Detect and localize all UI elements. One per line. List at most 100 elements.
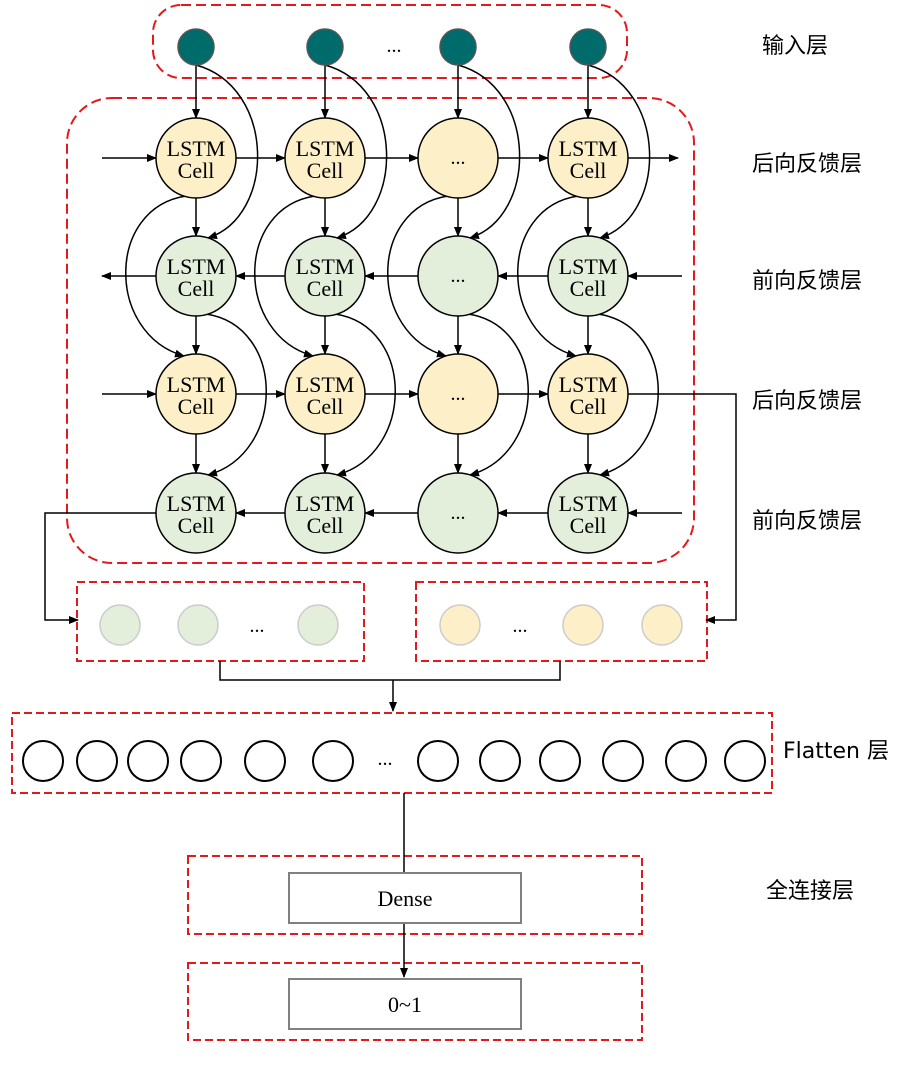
backward-output-node (641, 604, 683, 646)
cell-ellipsis: ... (451, 265, 466, 287)
backward-lstm-cell (547, 353, 629, 435)
backward-lstm-cell (417, 353, 499, 435)
backward-lstm-cell (417, 117, 499, 199)
label-forward-layer-1: 前向反馈层 (752, 269, 862, 294)
cell-label-lstm: LSTM (296, 372, 355, 397)
output-box-label: 0~1 (388, 992, 422, 1017)
label-backward-layer-1: 后向反馈层 (752, 152, 862, 177)
cell-label-cell: Cell (178, 513, 215, 538)
input-skip-curve (324, 64, 388, 240)
cell-ellipsis: ... (451, 147, 466, 169)
row-skip-curve (517, 195, 579, 358)
cell-label-cell: Cell (570, 276, 607, 301)
cell-label-cell: Cell (570, 394, 607, 419)
forward-output-connector (44, 512, 156, 624)
cell-label-lstm: LSTM (296, 491, 355, 516)
input-skip-curve (587, 64, 651, 240)
backward-lstm-cell (155, 117, 237, 199)
forward-lstm-cell (284, 472, 366, 554)
row-skip-curve (125, 195, 187, 358)
cell-label-cell: Cell (307, 513, 344, 538)
forward-lstm-cell (155, 472, 237, 554)
flatten-node (539, 740, 581, 782)
merge-connector (219, 661, 561, 681)
label-flatten-layer: Flatten 层 (783, 739, 889, 764)
row-skip-curve (205, 313, 267, 477)
forward-lstm-cell (417, 235, 499, 317)
cell-label-cell: Cell (570, 158, 607, 183)
backward-output-node (562, 604, 604, 646)
row-skip-curve (597, 313, 659, 477)
flatten-node (417, 740, 459, 782)
dense-layer-box (187, 855, 643, 935)
input-node (569, 28, 607, 66)
input-skip-curve (457, 64, 521, 240)
forward-lstm-cell (284, 235, 366, 317)
forward-lstm-cell (547, 235, 629, 317)
backward-lstm-cell (284, 353, 366, 435)
flatten-node (180, 740, 222, 782)
flatten-node (22, 740, 64, 782)
flatten-node (127, 740, 169, 782)
input-node (306, 28, 344, 66)
row-skip-curve (254, 195, 316, 358)
cell-ellipsis: ... (451, 502, 466, 524)
cell-label-cell: Cell (307, 394, 344, 419)
forward-output-ellipsis: ... (250, 615, 265, 637)
flatten-node (312, 740, 354, 782)
nodes: LSTMCellLSTMCell...LSTMCellLSTMCellLSTMC… (22, 28, 766, 782)
flatten-node (665, 740, 707, 782)
flatten-ellipsis: ... (378, 748, 393, 770)
cell-label-lstm: LSTM (296, 136, 355, 161)
backward-lstm-cell (155, 353, 237, 435)
output-box (288, 978, 522, 1030)
row-skip-curve (387, 195, 449, 358)
cell-label-cell: Cell (307, 276, 344, 301)
cell-label-lstm: LSTM (559, 372, 618, 397)
output-layer-box (187, 962, 643, 1041)
row-skip-curve (467, 313, 529, 477)
dense-box (288, 872, 522, 924)
flatten-node (76, 740, 118, 782)
connections (44, 64, 737, 978)
cell-label-lstm: LSTM (559, 491, 618, 516)
backward-output-ellipsis: ... (513, 615, 528, 637)
bilstm-layers-box (66, 97, 695, 564)
cell-label-lstm: LSTM (167, 254, 226, 279)
cell-label-lstm: LSTM (559, 136, 618, 161)
label-dense-layer: 全连接层 (766, 879, 854, 904)
flatten-node (479, 740, 521, 782)
dense-box-label: Dense (378, 886, 433, 911)
cell-label-cell: Cell (570, 513, 607, 538)
backward-output-connector (628, 393, 737, 624)
cell-label-cell: Cell (307, 158, 344, 183)
row-skip-curve (334, 313, 396, 477)
label-backward-layer-2: 后向反馈层 (752, 389, 862, 414)
flatten-node (724, 740, 766, 782)
backward-output-node (439, 604, 481, 646)
cell-ellipsis: ... (451, 383, 466, 405)
input-node (439, 28, 477, 66)
cell-label-cell: Cell (178, 394, 215, 419)
input-ellipsis: ... (387, 35, 402, 57)
cell-label-lstm: LSTM (167, 491, 226, 516)
backward-lstm-cell (284, 117, 366, 199)
flatten-node (602, 740, 644, 782)
forward-output-node (99, 604, 141, 646)
forward-lstm-cell (417, 472, 499, 554)
cell-label-lstm: LSTM (296, 254, 355, 279)
label-forward-layer-2: 前向反馈层 (752, 509, 862, 534)
input-skip-curve (195, 64, 259, 240)
input-layer-box (152, 4, 628, 79)
flatten-node (244, 740, 286, 782)
cell-label-cell: Cell (178, 276, 215, 301)
forward-lstm-cell (155, 235, 237, 317)
forward-output-node (177, 604, 219, 646)
cell-label-lstm: LSTM (167, 372, 226, 397)
cell-label-lstm: LSTM (559, 254, 618, 279)
cell-label-cell: Cell (178, 158, 215, 183)
flatten-layer-box (11, 712, 773, 794)
label-input-layer: 输入层 (762, 34, 828, 59)
forward-lstm-cell (547, 472, 629, 554)
